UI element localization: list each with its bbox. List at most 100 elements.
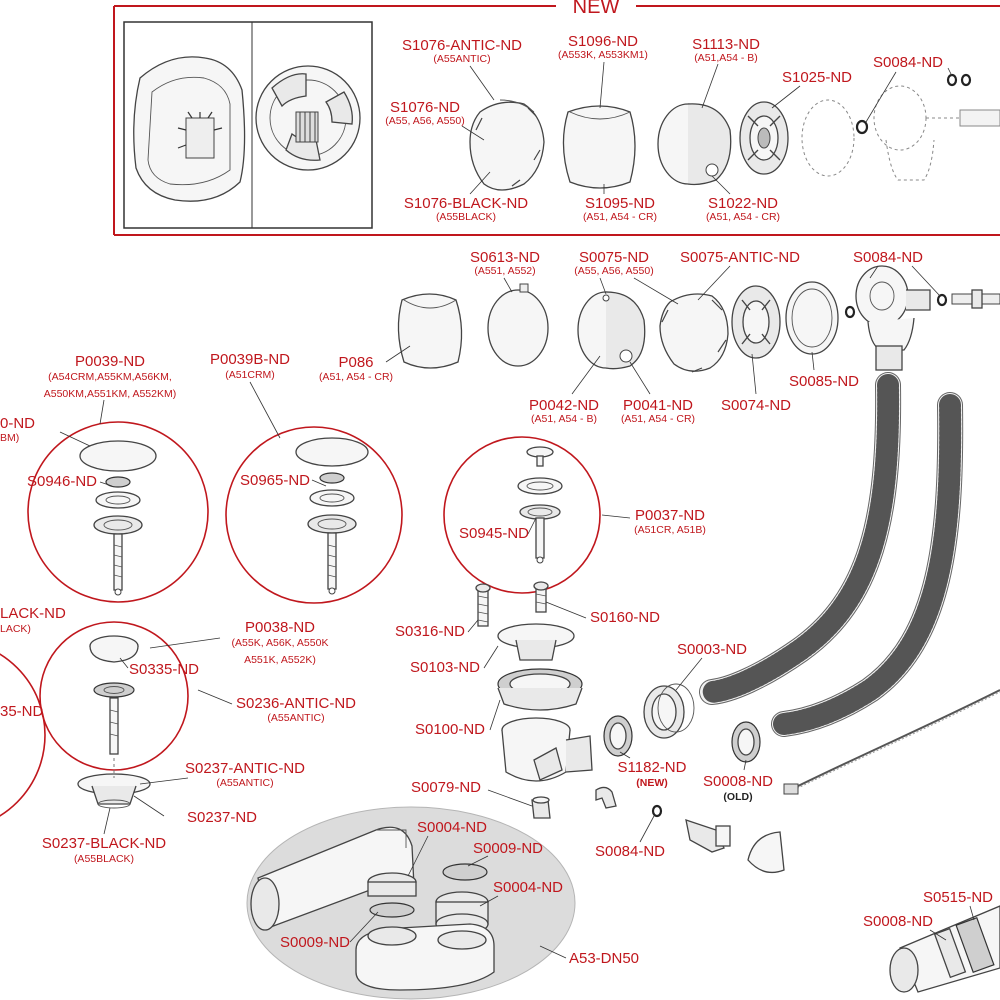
s1076-knob [469,99,545,191]
label-s1096: S1096-ND (A553K, A553KM1) [558,33,648,61]
label-a53-dn50: A53-DN50 [569,950,639,967]
svg-text:S0236-ANTIC-ND: S0236-ANTIC-ND [236,695,356,712]
label-cut-left: 0-ND BM) [0,415,35,444]
svg-text:S1076-ND: S1076-ND [390,99,460,116]
svg-text:(A55BLACK): (A55BLACK) [74,853,134,865]
oring-s0084-bottom [651,804,663,818]
label-s0515: S0515-ND [923,889,993,906]
svg-text:P0038-ND: P0038-ND [245,619,315,636]
label-s0237-black: S0237-BLACK-ND (A55BLACK) [42,835,166,865]
svg-text:P0041-ND: P0041-ND [623,397,693,414]
label-s0945: S0945-ND [459,525,529,542]
svg-text:S1182-ND: S1182-ND [618,759,687,776]
s1113-cap [657,103,732,186]
label-p0041: P0041-ND (A51, A54 - CR) [621,397,695,425]
svg-text:(A55ANTIC): (A55ANTIC) [216,777,273,789]
oring-small [844,305,856,319]
new-title: NEW [573,0,620,18]
svg-text:(A55, A56, A550): (A55, A56, A550) [574,265,653,277]
label-s0008-bottom: S0008-ND [863,913,933,930]
svg-text:S1076-ANTIC-ND: S1076-ANTIC-ND [402,37,522,54]
label-s1113: S1113-ND (A51,A54 - B) [692,36,760,64]
oring-right [936,293,948,307]
svg-text:S0008-ND: S0008-ND [703,773,773,790]
label-s1095: S1095-ND (A51, A54 - CR) [583,195,657,223]
label-s1182: S1182-ND (NEW) [618,759,687,789]
dashed-gasket [801,99,855,177]
svg-text:P0039-ND: P0039-ND [75,353,145,370]
label-s0084-mid: S0084-ND [853,249,923,266]
svg-text:A551K, A552K): A551K, A552K) [244,654,316,666]
new-leader-lines [461,61,953,195]
nut-s0003 [643,683,695,739]
label-s0237: S0237-ND [187,809,257,826]
svg-text:(A51CR, A51B): (A51CR, A51B) [634,524,706,536]
svg-text:S0613-ND: S0613-ND [470,249,540,266]
top-row-leader-lines [385,265,941,395]
label-p0039: P0039-ND (A54CRM,A55KM,A56KM, A550KM,A55… [44,353,177,400]
svg-text:P0042-ND: P0042-ND [529,397,599,414]
circle-p0039b [225,426,403,604]
gasket-s0085 [785,281,839,355]
bottom-right-pipe [889,905,1000,993]
label-s0008-old: S0008-ND (OLD) [703,773,773,803]
screw-s0160 [533,581,549,613]
new-parts-panel: NEW [113,0,1000,236]
svg-text:P0037-ND: P0037-ND [635,507,705,524]
connector-part [685,819,731,853]
svg-text:(A55ANTIC): (A55ANTIC) [267,712,324,724]
label-s0003: S0003-ND [677,641,747,658]
rosette-s0074 [731,285,781,359]
trap-a53-dn50 [246,806,576,1000]
label-p0039b: P0039B-ND (A51CRM) [210,351,290,381]
left-leader-lines [59,381,631,835]
svg-text:S1095-ND: S1095-ND [585,195,655,212]
knob-s0075 [659,293,729,373]
label-s0236-antic: S0236-ANTIC-ND (A55ANTIC) [236,695,356,724]
label-s0079: S0079-ND [411,779,481,796]
label-s0075: S0075-ND (A55, A56, A550) [574,249,653,277]
screw-s0316 [475,583,491,627]
label-s0009-b: S0009-ND [280,934,350,951]
flange-s0103 [497,623,575,661]
cap-p0042 [577,291,646,370]
label-s1076-antic: S1076-ANTIC-ND (A55ANTIC) [402,37,522,65]
svg-text:(NEW): (NEW) [636,777,668,789]
label-s0004-a: S0004-ND [417,819,487,836]
s1095-cap [562,105,636,189]
label-s0085: S0085-ND [789,373,859,390]
label-s0103: S0103-ND [410,659,480,676]
label-s0084-bottom: S0084-ND [595,843,665,860]
label-s0160: S0160-ND [590,609,660,626]
svg-text:(A553K, A553KM1): (A553K, A553KM1) [558,49,648,61]
cap-p086 [397,293,463,369]
svg-text:(A51, A54 - CR): (A51, A54 - CR) [319,371,393,383]
label-s0237-antic: S0237-ANTIC-ND (A55ANTIC) [185,760,305,789]
ring-s0008-old [731,721,761,763]
s1025-rosette [739,101,789,175]
svg-text:(A54CRM,A55KM,A56KM,: (A54CRM,A55KM,A56KM, [48,371,172,383]
dashed-overflow [873,85,1000,181]
label-s0316: S0316-ND [395,623,465,640]
svg-text:(A55ANTIC): (A55ANTIC) [433,53,490,65]
label-s0100: S0100-ND [415,721,485,738]
svg-text:S1096-ND: S1096-ND [568,33,638,50]
label-cut-black: LACK-ND LACK) [0,605,66,635]
svg-text:(A51,A54 - B): (A51,A54 - B) [694,52,758,64]
circle-p0039 [27,421,209,603]
overflow-body [855,265,931,371]
svg-text:BM): BM) [0,432,19,444]
label-s1076-black: S1076-BLACK-ND (A55BLACK) [404,195,528,223]
cover-plate [747,831,785,874]
nut-s0079 [531,796,551,819]
inset-illustration [123,21,373,229]
svg-text:(A51, A54 - CR): (A51, A54 - CR) [583,211,657,223]
label-s0335: S0335-ND [129,661,199,678]
svg-text:0-ND: 0-ND [0,415,35,432]
svg-text:P0039B-ND: P0039B-ND [210,351,290,368]
circle-left-partial [0,653,46,817]
label-s1076: S1076-ND (A55, A56, A550) [385,99,464,127]
ring-s1182 [603,715,633,757]
label-s0009-a: S0009-ND [473,840,543,857]
label-s0004-b: S0004-ND [493,879,563,896]
